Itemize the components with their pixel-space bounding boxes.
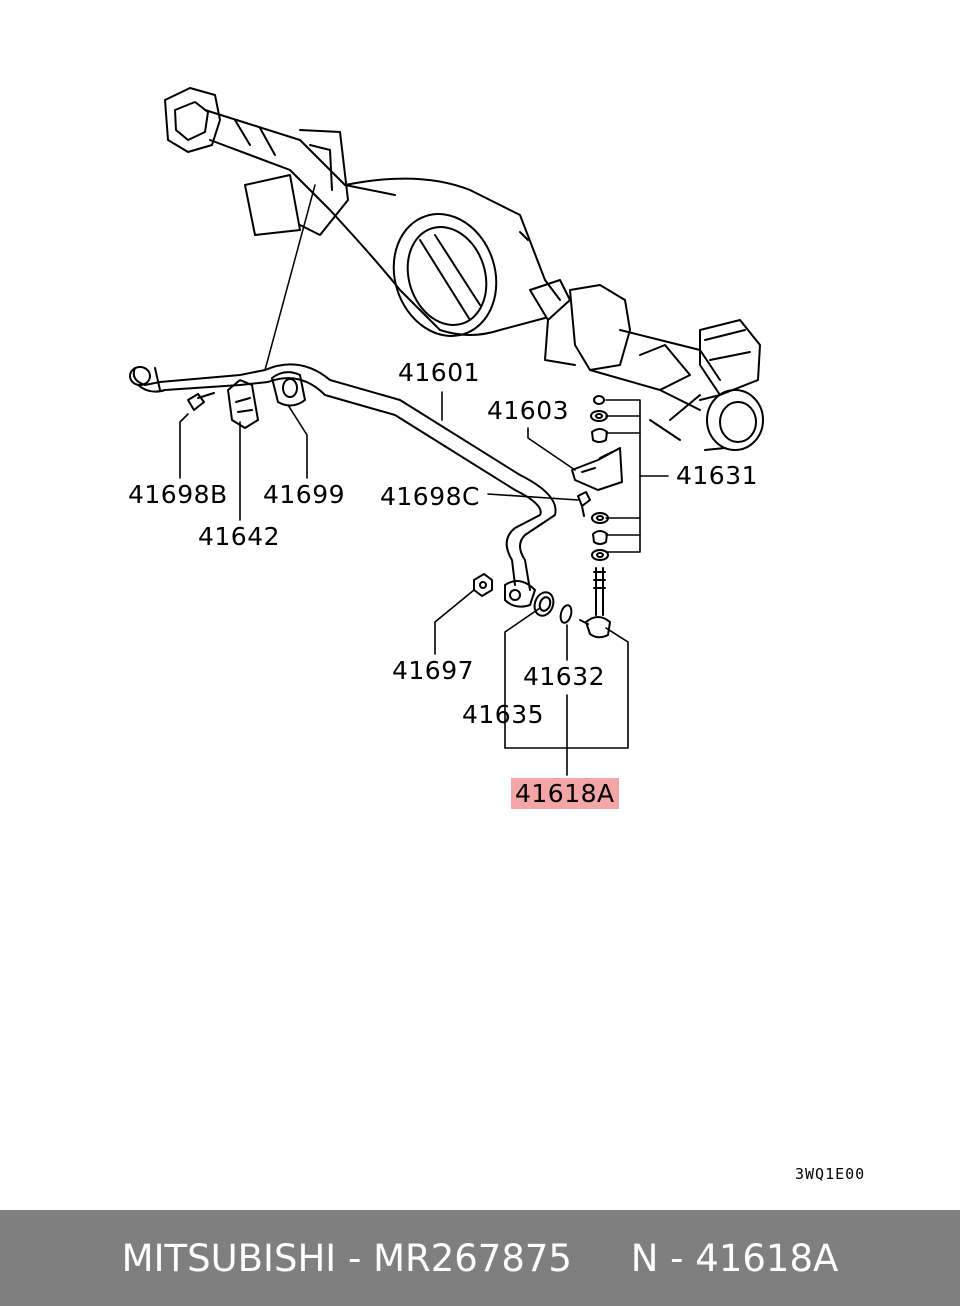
label-41618a-highlighted[interactable]: 41618A (511, 778, 619, 809)
axle-assembly-drawing (129, 87, 764, 776)
clamp-and-bushing (187, 184, 316, 429)
label-41697: 41697 (392, 656, 475, 685)
label-41631: 41631 (676, 461, 759, 490)
label-41642: 41642 (198, 522, 281, 551)
stabilizer-bar (129, 363, 557, 608)
link-assembly (473, 395, 623, 639)
label-41603: 41603 (487, 396, 570, 425)
label-41635: 41635 (462, 700, 545, 729)
label-41698c: 41698C (380, 482, 480, 511)
label-41698b: 41698B (128, 480, 228, 509)
label-41601: 41601 (398, 358, 481, 387)
diagram-code: 3WQ1E00 (795, 1165, 866, 1183)
footer-part-info: MITSUBISHI - MR267875 N - 41618A (121, 1236, 839, 1280)
leader-lines (179, 391, 669, 776)
parts-diagram: 41601 41603 41631 41698B 41699 41698C 41… (128, 87, 866, 1183)
footer-bar: MITSUBISHI - MR267875 N - 41618A (0, 1210, 960, 1306)
label-41699: 41699 (263, 480, 346, 509)
axle-housing (164, 87, 764, 451)
label-41632: 41632 (523, 662, 606, 691)
